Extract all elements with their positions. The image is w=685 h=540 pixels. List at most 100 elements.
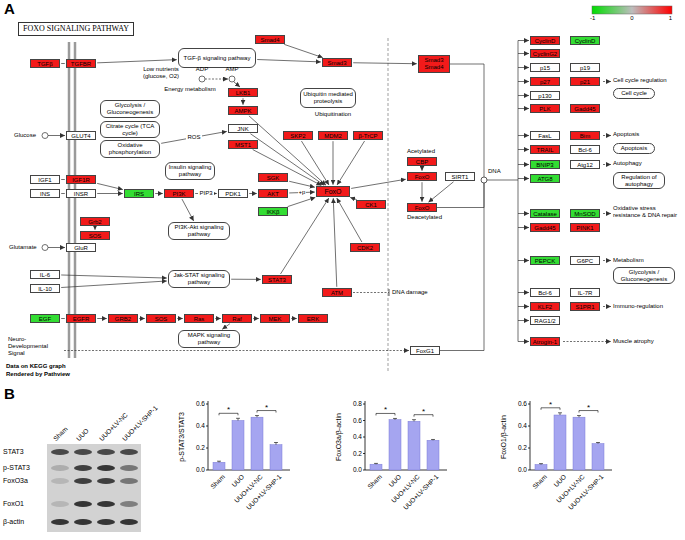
node-text: EGF — [39, 316, 51, 322]
node-text: SOS — [89, 233, 102, 239]
connector — [95, 227, 96, 230]
wire — [518, 149, 529, 150]
node-text: Cell cycle — [621, 90, 647, 97]
pathway-box: Glycolysis / Gluconeogenesis — [100, 100, 160, 118]
node-text: SIRT1 — [452, 174, 469, 180]
node-text: Raf — [232, 316, 241, 322]
gene-box: FoxG1 — [410, 346, 440, 355]
dashed-arrow — [64, 350, 409, 351]
edge-label: +p — [298, 189, 307, 196]
node-text: SGK — [267, 175, 280, 181]
pathway-box: TGF-β signaling pathway — [178, 48, 256, 68]
dashed-arrow — [603, 135, 611, 136]
node-text: KLF2 — [538, 304, 552, 310]
node-text: MnSOD — [574, 211, 595, 217]
text-label: DNA — [488, 168, 501, 175]
text-label: 0.0 — [196, 466, 205, 473]
connector — [161, 131, 227, 143]
dashed-arrow — [563, 341, 611, 342]
node-text: p15 — [540, 65, 550, 71]
node-text: ATG8 — [537, 176, 552, 182]
gene-box: CK1 — [356, 200, 386, 209]
gene-box: Gadd45 — [570, 104, 600, 113]
tick-mark — [528, 404, 530, 405]
gene-box: Grb2 — [80, 217, 110, 226]
error-bar — [431, 439, 435, 440]
wire — [440, 183, 484, 351]
node-text: CK1 — [365, 202, 377, 208]
text-label: Energy metabolism — [164, 86, 215, 93]
gene-box: SOS — [146, 314, 176, 323]
wire — [48, 135, 65, 136]
gene-box: Catalase — [530, 209, 560, 218]
error-bar — [558, 412, 562, 413]
error-bar — [560, 413, 561, 415]
node-text: IL-7R — [578, 290, 593, 296]
bar — [270, 445, 282, 470]
color-scale — [592, 6, 672, 14]
inhibition-line — [353, 292, 389, 293]
text-label: FoxO3a/β-actin — [335, 413, 343, 461]
node-text: Gadd45 — [534, 225, 555, 231]
connector — [249, 193, 257, 194]
node-text: Jak-STAT signaling pathway — [171, 272, 227, 285]
text-label: 0.0 — [518, 466, 527, 473]
node-text: G6PC — [577, 258, 593, 264]
text-label: UUO+LV-SHP-1 — [245, 473, 283, 511]
node-text: SKP2 — [290, 133, 305, 139]
edge-label: ROS — [186, 134, 201, 141]
edge-label: PIP3 — [198, 190, 213, 197]
node-text: MEK — [268, 316, 281, 322]
connector — [353, 62, 417, 64]
gene-box: JNK — [228, 124, 258, 133]
connector — [243, 98, 244, 105]
tick-mark — [206, 448, 208, 449]
text-label: -1 — [590, 15, 595, 22]
gene-box: β-TrCP — [353, 131, 383, 140]
gene-box: p130 — [530, 91, 560, 100]
text-label: UUO — [75, 426, 91, 442]
node-text: TRAIL — [536, 147, 553, 153]
gene-box: ATG8 — [530, 174, 560, 183]
gene-box: IL-10 — [30, 284, 60, 293]
error-bar — [274, 442, 278, 443]
membrane — [74, 42, 77, 358]
node-text: Atrogin-1 — [533, 339, 557, 345]
dashed-arrow — [603, 260, 611, 261]
gene-box: PLK — [530, 104, 560, 113]
connector — [351, 179, 406, 188]
bar — [232, 421, 244, 471]
connector — [139, 318, 145, 319]
y-axis — [530, 401, 531, 470]
gene-box: Ras — [184, 314, 214, 323]
text-label: 0.8 — [353, 400, 362, 407]
node-text: Gadd45 — [574, 106, 595, 112]
gene-box: Smad4 — [255, 35, 285, 44]
text-label: Cell cycle regulation — [613, 77, 667, 84]
node-text: FoxO — [415, 174, 430, 180]
gene-box: EGF — [30, 314, 60, 323]
text-label: Glutamate — [9, 244, 37, 251]
pathway-box: MAPK signaling pathway — [178, 330, 240, 348]
node-text: AKT — [267, 191, 279, 197]
node-text: ATM — [331, 290, 343, 296]
blot-band — [74, 465, 92, 471]
error-bar — [374, 463, 378, 464]
text-label: Ubiquitination — [315, 111, 351, 118]
compound-circle — [42, 245, 48, 251]
text-label: Neuro-Developmental Signal — [8, 336, 60, 357]
node-text: Catalase — [533, 211, 557, 217]
text-label: UUO+LV-SHP-1 — [402, 473, 440, 511]
text-label: * — [422, 407, 425, 416]
gene-box: SGK — [258, 173, 288, 182]
node-text: MAPK signaling pathway — [181, 332, 237, 345]
text-label: 0.2 — [196, 444, 205, 451]
tick-mark — [363, 453, 365, 454]
node-text: IL-10 — [38, 286, 52, 292]
node-text: p19 — [580, 65, 590, 71]
node-text: Smad4 — [260, 37, 279, 43]
tick-mark — [206, 404, 208, 405]
gene-box: FoxO — [407, 172, 437, 181]
node-text: Smad3 Smad4 — [420, 57, 448, 71]
error-bar — [596, 442, 600, 443]
